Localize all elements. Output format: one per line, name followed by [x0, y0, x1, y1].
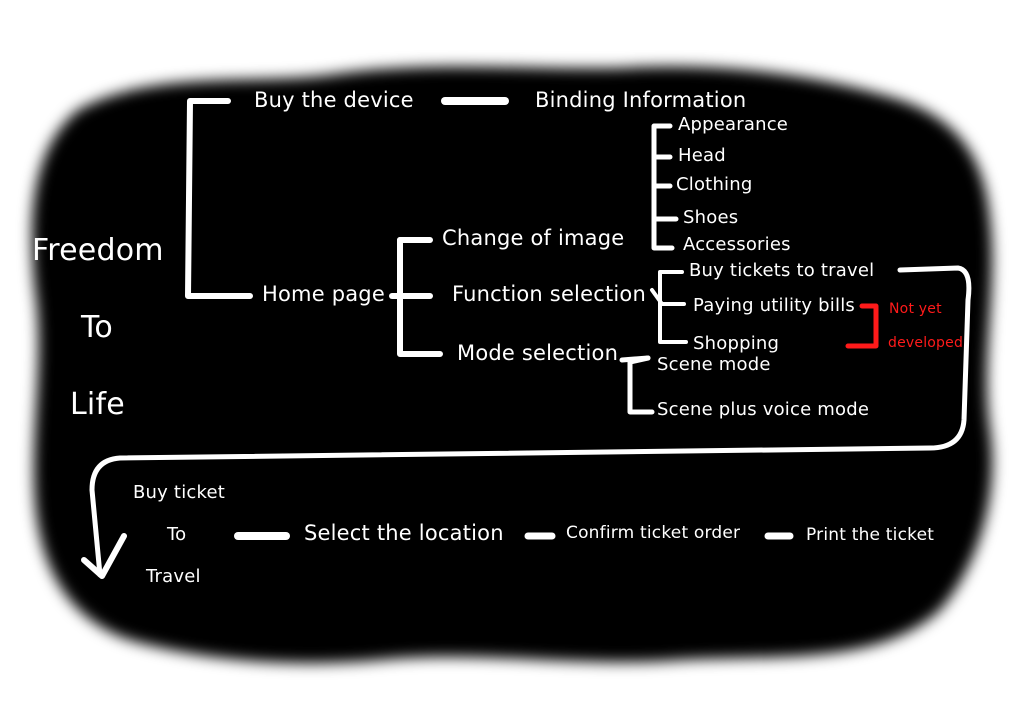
chalkboard-background [32, 66, 993, 664]
node-buy-device: Buy the device [254, 88, 414, 112]
node-change-of-image: Change of image [442, 226, 625, 250]
note-developed: developed [888, 335, 964, 351]
mode-bracket [627, 355, 655, 415]
note-not-yet: Not yet [889, 301, 942, 317]
image-item-appearance: Appearance [678, 114, 789, 135]
image-item-clothing: Clothing [676, 174, 753, 195]
mode-item-scene: Scene mode [657, 354, 771, 375]
red-note-bracket [845, 303, 879, 349]
ticket-loop-arrow [81, 533, 127, 579]
function-connector [650, 288, 686, 306]
ticket-step-select-location: Select the location [304, 521, 504, 545]
function-item-utility-bills: Paying utility bills [693, 295, 855, 316]
main-bracket [185, 98, 253, 299]
ticket-flow-start-line-3: Travel [146, 566, 201, 587]
image-item-accessories: Accessories [683, 234, 791, 255]
ticket-step-confirm-order: Confirm ticket order [566, 523, 741, 543]
node-binding-information: Binding Information [535, 88, 747, 112]
ticket-loop [89, 265, 972, 578]
node-function-selection: Function selection [452, 282, 646, 306]
node-mode-selection: Mode selection [457, 341, 619, 365]
function-item-shopping: Shopping [693, 333, 780, 354]
ticket-flow-start-line-1: Buy ticket [133, 482, 225, 503]
node-home-page: Home page [262, 282, 385, 306]
function-item-buy-tickets: Buy tickets to travel [689, 260, 875, 281]
diagram-title-line-3: Life [70, 387, 125, 422]
image-item-shoes: Shoes [683, 207, 739, 228]
mode-item-scene-voice: Scene plus voice mode [657, 399, 870, 420]
function-bracket [658, 270, 688, 344]
ticket-step-print-ticket: Print the ticket [806, 525, 935, 545]
image-item-head: Head [678, 145, 726, 166]
ticket-flow-start-line-2: To [167, 524, 187, 545]
connector-lines [81, 97, 972, 579]
diagram-title-line-2: To [81, 310, 113, 345]
diagram-title-line-1: Freedom [32, 233, 164, 268]
